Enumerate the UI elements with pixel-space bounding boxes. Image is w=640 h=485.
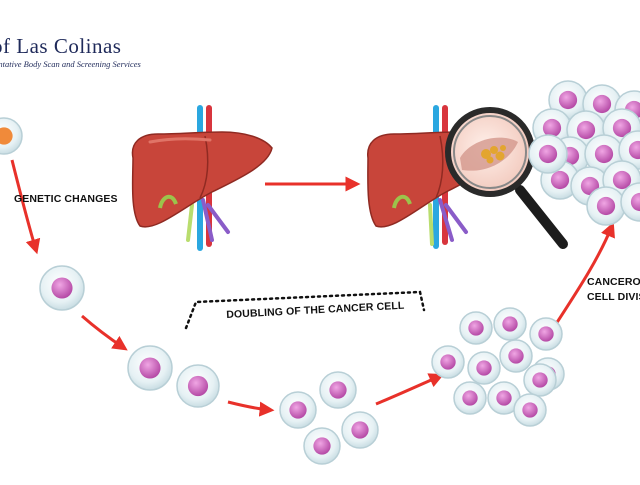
cluster-cell-1: [459, 311, 493, 345]
process-arrows: [10, 159, 615, 417]
tumor-cell-15: [528, 134, 568, 174]
arrow-to-four-cells: [227, 400, 275, 417]
cluster-cell-11: [513, 393, 547, 427]
healthy-liver-illustration: [131, 105, 273, 251]
doubling-bracket: [184, 290, 426, 330]
cell-four-3: [341, 411, 379, 449]
label-cell-division: CELL DIVISION: [587, 291, 640, 303]
cluster-cell-2: [493, 307, 527, 341]
cluster-cell-3: [529, 317, 563, 351]
logo-subtitle: ...ntative Body Scan and Screening Servi…: [0, 59, 141, 69]
arrow-to-tumor: [554, 221, 615, 325]
cluster-cell-5: [467, 351, 501, 385]
cell-pair-1: [127, 345, 173, 391]
tumor-cell-13: [586, 186, 626, 226]
initial-cell: [0, 117, 23, 155]
label-genetic-changes: GENETIC CHANGES: [14, 193, 118, 205]
logo: of Las Colinas ...ntative Body Scan and …: [0, 36, 141, 69]
logo-title: of Las Colinas: [0, 34, 122, 58]
cell-four-4: [303, 427, 341, 465]
cluster-cell-10: [523, 363, 557, 397]
cell-pair-2: [176, 364, 220, 408]
arrow-to-two-cells: [81, 314, 128, 351]
cells-layer: [0, 80, 640, 465]
cell-four-2: [279, 391, 317, 429]
cluster-cell-6: [499, 339, 533, 373]
cell-four-1: [319, 371, 357, 409]
tumor-cell-14: [620, 182, 640, 222]
cluster-cell-8: [453, 381, 487, 415]
label-cancerous: CANCEROUS: [587, 276, 640, 288]
arrow-to-first-cell: [10, 159, 41, 255]
cluster-cell-4: [431, 345, 465, 379]
arrow-to-cluster: [375, 373, 445, 406]
cell-single: [39, 265, 85, 311]
